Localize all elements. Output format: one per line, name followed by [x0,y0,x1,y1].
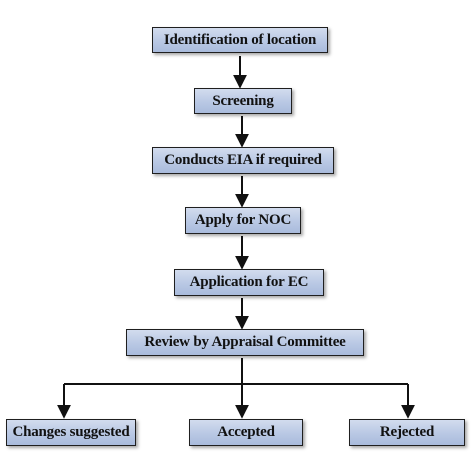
step-review-by-appraisal-committee: Review by Appraisal Committee [126,329,364,356]
step-identification-of-location: Identification of location [152,27,328,53]
step-conducts-eia: Conducts EIA if required [152,147,334,174]
step-label: Conducts EIA if required [164,152,322,168]
outcome-accepted: Accepted [189,419,303,446]
step-label: Application for EC [189,274,309,290]
step-application-for-ec: Application for EC [174,269,324,296]
outcome-label: Changes suggested [12,424,130,440]
outcome-label: Rejected [379,424,435,440]
step-apply-for-noc: Apply for NOC [185,207,301,234]
outcome-changes-suggested: Changes suggested [6,419,136,446]
step-screening: Screening [194,88,292,114]
step-label: Apply for NOC [194,212,292,228]
step-label: Screening [212,92,274,109]
step-label: Identification of location [163,31,317,48]
outcome-rejected: Rejected [349,419,465,446]
step-label: Review by Appraisal Committee [144,334,346,350]
outcome-label: Accepted [217,424,275,440]
